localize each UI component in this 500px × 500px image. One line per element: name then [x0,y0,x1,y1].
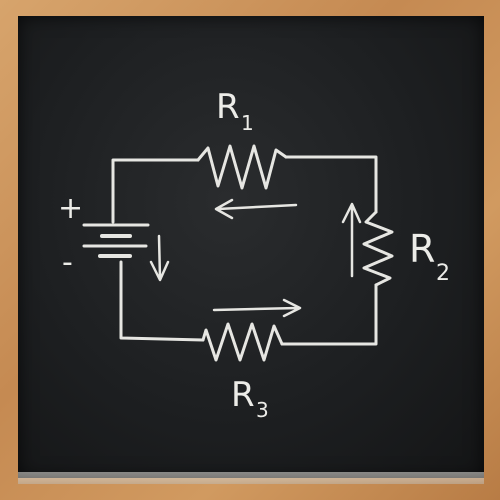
wire-top-left [111,158,200,224]
label-r2-sub: 2 [436,261,450,286]
arrow-down-icon [149,234,170,282]
battery-icon [82,223,150,258]
wire-bottom-left [119,260,205,342]
battery-minus-label: - [62,245,73,280]
wire-top-right [284,155,378,214]
chalk-tray [18,472,484,484]
current-arrows [149,198,362,318]
label-r1-sub: 1 [241,111,254,135]
resistor-r3 [201,322,284,362]
label-r2: R [409,227,435,271]
circuit-wires [111,155,378,346]
arrow-left-icon [214,198,298,220]
arrow-right-icon [212,298,302,318]
label-r1: R [216,87,240,127]
wire-right-bottom [280,283,378,346]
resistor-r1 [196,144,288,190]
resistor-r2 [362,210,394,287]
arrow-up-icon [341,202,362,278]
label-r3-sub: 3 [256,398,269,422]
label-r3: R [231,375,255,415]
battery-plus-label: + [58,191,83,226]
